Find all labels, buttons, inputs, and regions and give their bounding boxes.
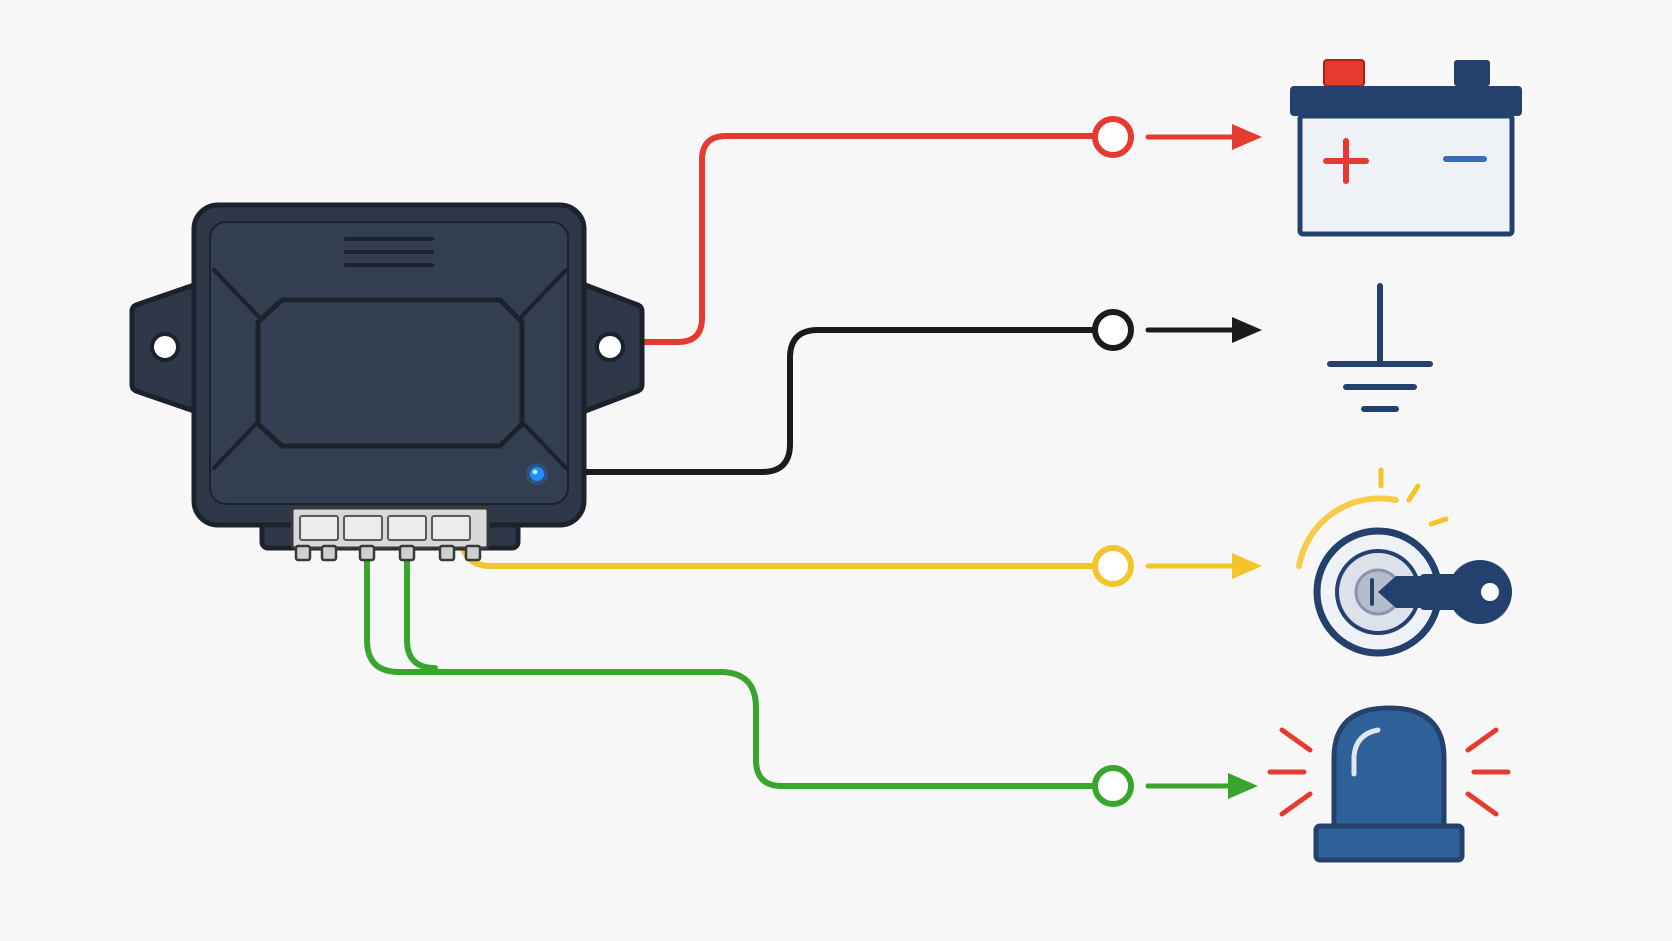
battery-terminal-negative [1454,60,1490,86]
arrow-alarm-head [1228,773,1258,799]
battery-terminal-positive [1323,59,1365,87]
control-module-icon [129,202,645,562]
ignition-glow-rays [1378,467,1449,527]
arrow-power-head [1232,124,1262,150]
module-top-panel [255,297,525,449]
mounting-hole-right [595,332,625,362]
wire-alarm-a [364,555,1115,789]
wires [364,133,1115,789]
ignition-key-head [1448,560,1512,624]
beacon-base [1313,823,1465,863]
arrow-ground-head [1232,317,1262,343]
ignition-key-blade [1378,576,1430,608]
terminal-ground [1092,309,1134,351]
battery-plus-symbol [1323,138,1369,184]
ignition-key-icon [1296,467,1512,657]
terminal-power [1092,116,1134,158]
terminal-ignition [1092,545,1134,587]
terminal-alarm [1092,765,1134,807]
battery-lid [1290,86,1522,116]
mounting-hole-left [150,332,180,362]
ground-symbol-icon [1327,283,1433,412]
wire-connector [290,506,490,562]
wire-power [639,133,1115,345]
beacon-dome [1331,705,1447,829]
vent-slots [344,237,434,267]
car-battery-icon [1290,59,1522,237]
beacon-flash-lines [1267,727,1511,817]
battery-case [1297,113,1515,237]
status-led [530,467,544,481]
status-led-highlight [532,469,538,475]
ignition-key-hole [1481,583,1499,601]
wire-alarm-b [404,555,438,671]
warning-beacon-icon [1267,705,1511,863]
ignition-glow-arc [1296,495,1399,569]
beacon-highlight [1351,727,1381,777]
wire-ground [580,327,1115,475]
wire-ignition [460,546,1115,569]
arrow-ignition-head [1232,553,1262,579]
module-chamfers [212,268,568,470]
terminals [1092,116,1262,807]
